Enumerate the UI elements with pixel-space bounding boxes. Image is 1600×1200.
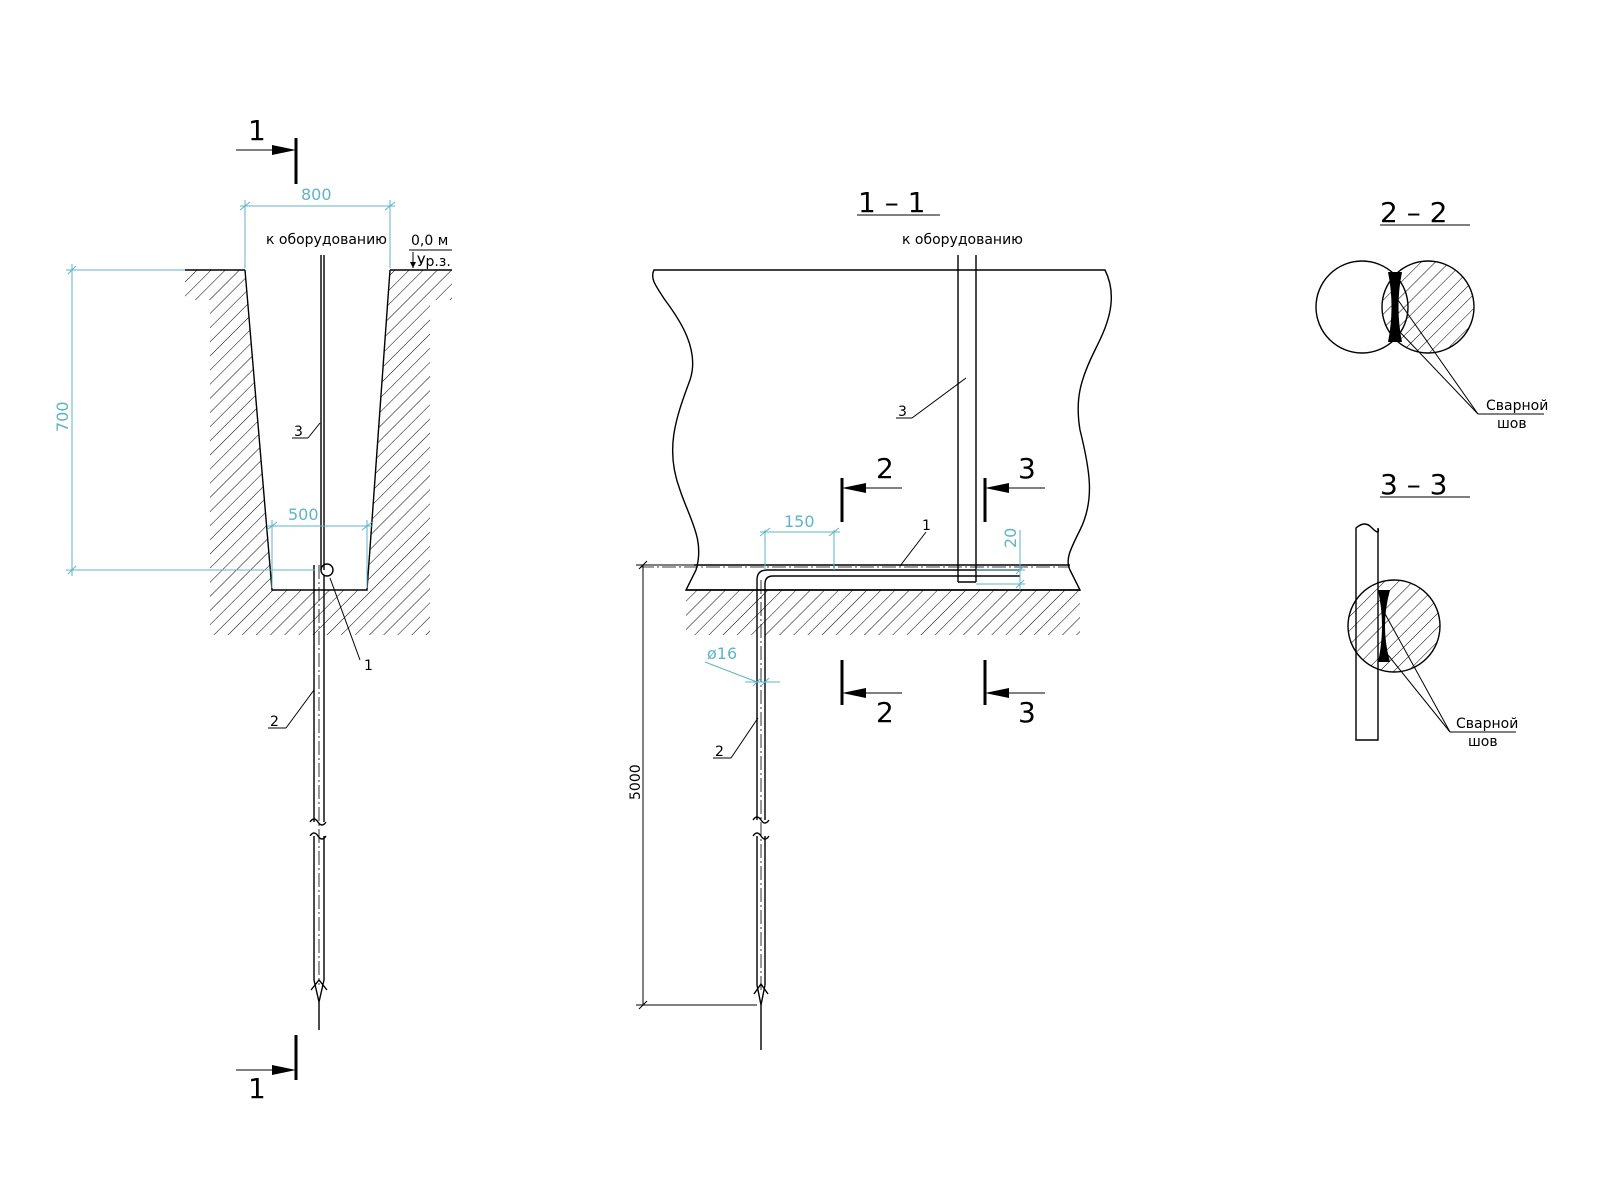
dim-150: 150 (759, 512, 840, 570)
section-electrode-2 (752, 580, 770, 1050)
dim-150-text: 150 (784, 512, 815, 531)
plan-callout-2: 2 (268, 689, 315, 730)
dim-700: 700 (53, 264, 315, 576)
svg-text:1: 1 (364, 658, 373, 674)
cut-marker-1-bottom: 1 (236, 1035, 298, 1105)
section-3-3-title: 3 – 3 (1380, 468, 1447, 501)
circle-hatched (1381, 260, 1475, 354)
svg-text:Сварной: Сварной (1486, 398, 1548, 414)
foundation-outline (651, 269, 1113, 591)
plan-callout-3: 3 (292, 422, 321, 440)
section-to-equipment-label: к оборудованию (902, 232, 1023, 248)
svg-text:2: 2 (715, 744, 724, 760)
cut-label-bottom: 1 (248, 1072, 266, 1105)
dim-20-text: 20 (1001, 528, 1020, 548)
dim-500-text: 500 (288, 505, 319, 524)
dim-20: 20 (976, 528, 1025, 590)
dim-5000-text: 5000 (628, 764, 644, 800)
section-callout-1: 1 (899, 518, 931, 567)
cut-marker-3-bottom: 3 (983, 660, 1045, 729)
svg-text:2: 2 (876, 696, 894, 729)
dim-5000: 5000 (628, 560, 757, 1010)
soil-hatch (185, 270, 452, 635)
cut-marker-2-bottom: 2 (840, 660, 902, 729)
svg-text:3: 3 (294, 424, 303, 440)
section-2-2: 2 – 2 Сварной шов (1315, 196, 1548, 432)
section-soil-hatch (686, 590, 1080, 635)
dim-800: 800 (239, 185, 396, 268)
svg-text:шов: шов (1497, 416, 1527, 432)
svg-text:Сварной: Сварной (1456, 716, 1518, 732)
cut-marker-2-top: 2 (840, 452, 902, 522)
cut-marker-1-top: 1 (236, 114, 298, 184)
dim-800-text: 800 (301, 185, 332, 204)
svg-text:шов: шов (1468, 734, 1498, 750)
cut-label-top: 1 (248, 114, 266, 147)
svg-text:0,0 м: 0,0 м (411, 233, 448, 249)
weld-fill-3-3 (1378, 590, 1390, 662)
section-conductor-3 (957, 255, 977, 583)
svg-text:1: 1 (922, 518, 931, 534)
section-callout-2: 2 (713, 717, 759, 760)
flat-bar (1355, 523, 1380, 741)
dim-diameter-text: ø16 (707, 644, 737, 663)
section-3-3: 3 – 3 Сварной шов (1347, 468, 1518, 750)
section-callout-3: 3 (896, 377, 967, 420)
svg-text:Ур.з.: Ур.з. (417, 254, 451, 270)
svg-text:3: 3 (1018, 696, 1036, 729)
svg-text:3: 3 (898, 404, 907, 420)
to-equipment-label: к оборудованию (266, 232, 387, 248)
section-2-2-title: 2 – 2 (1380, 196, 1447, 229)
dim-diameter: ø16 (704, 644, 780, 687)
section-strip-1 (756, 569, 1020, 820)
svg-text:3: 3 (1018, 452, 1036, 485)
section-1-1: 1 – 1 (628, 186, 1113, 1050)
svg-text:2: 2 (876, 452, 894, 485)
cut-marker-3-top: 3 (983, 452, 1045, 522)
ground-level-mark: 0,0 м Ур.з. (409, 233, 452, 270)
svg-text:2: 2 (270, 714, 279, 730)
rod-hatched (1347, 579, 1441, 673)
plan-callout-1: 1 (329, 577, 373, 674)
section-1-1-title: 1 – 1 (858, 186, 925, 219)
weld-fill-2-2 (1388, 272, 1402, 342)
dim-500: 500 (266, 505, 373, 588)
electrode-2 (309, 565, 328, 1030)
dim-700-text: 700 (53, 401, 72, 432)
trench-outline (244, 269, 391, 591)
plan-view: 1 1 800 500 (53, 114, 452, 1105)
strip-end-circle (320, 563, 334, 577)
